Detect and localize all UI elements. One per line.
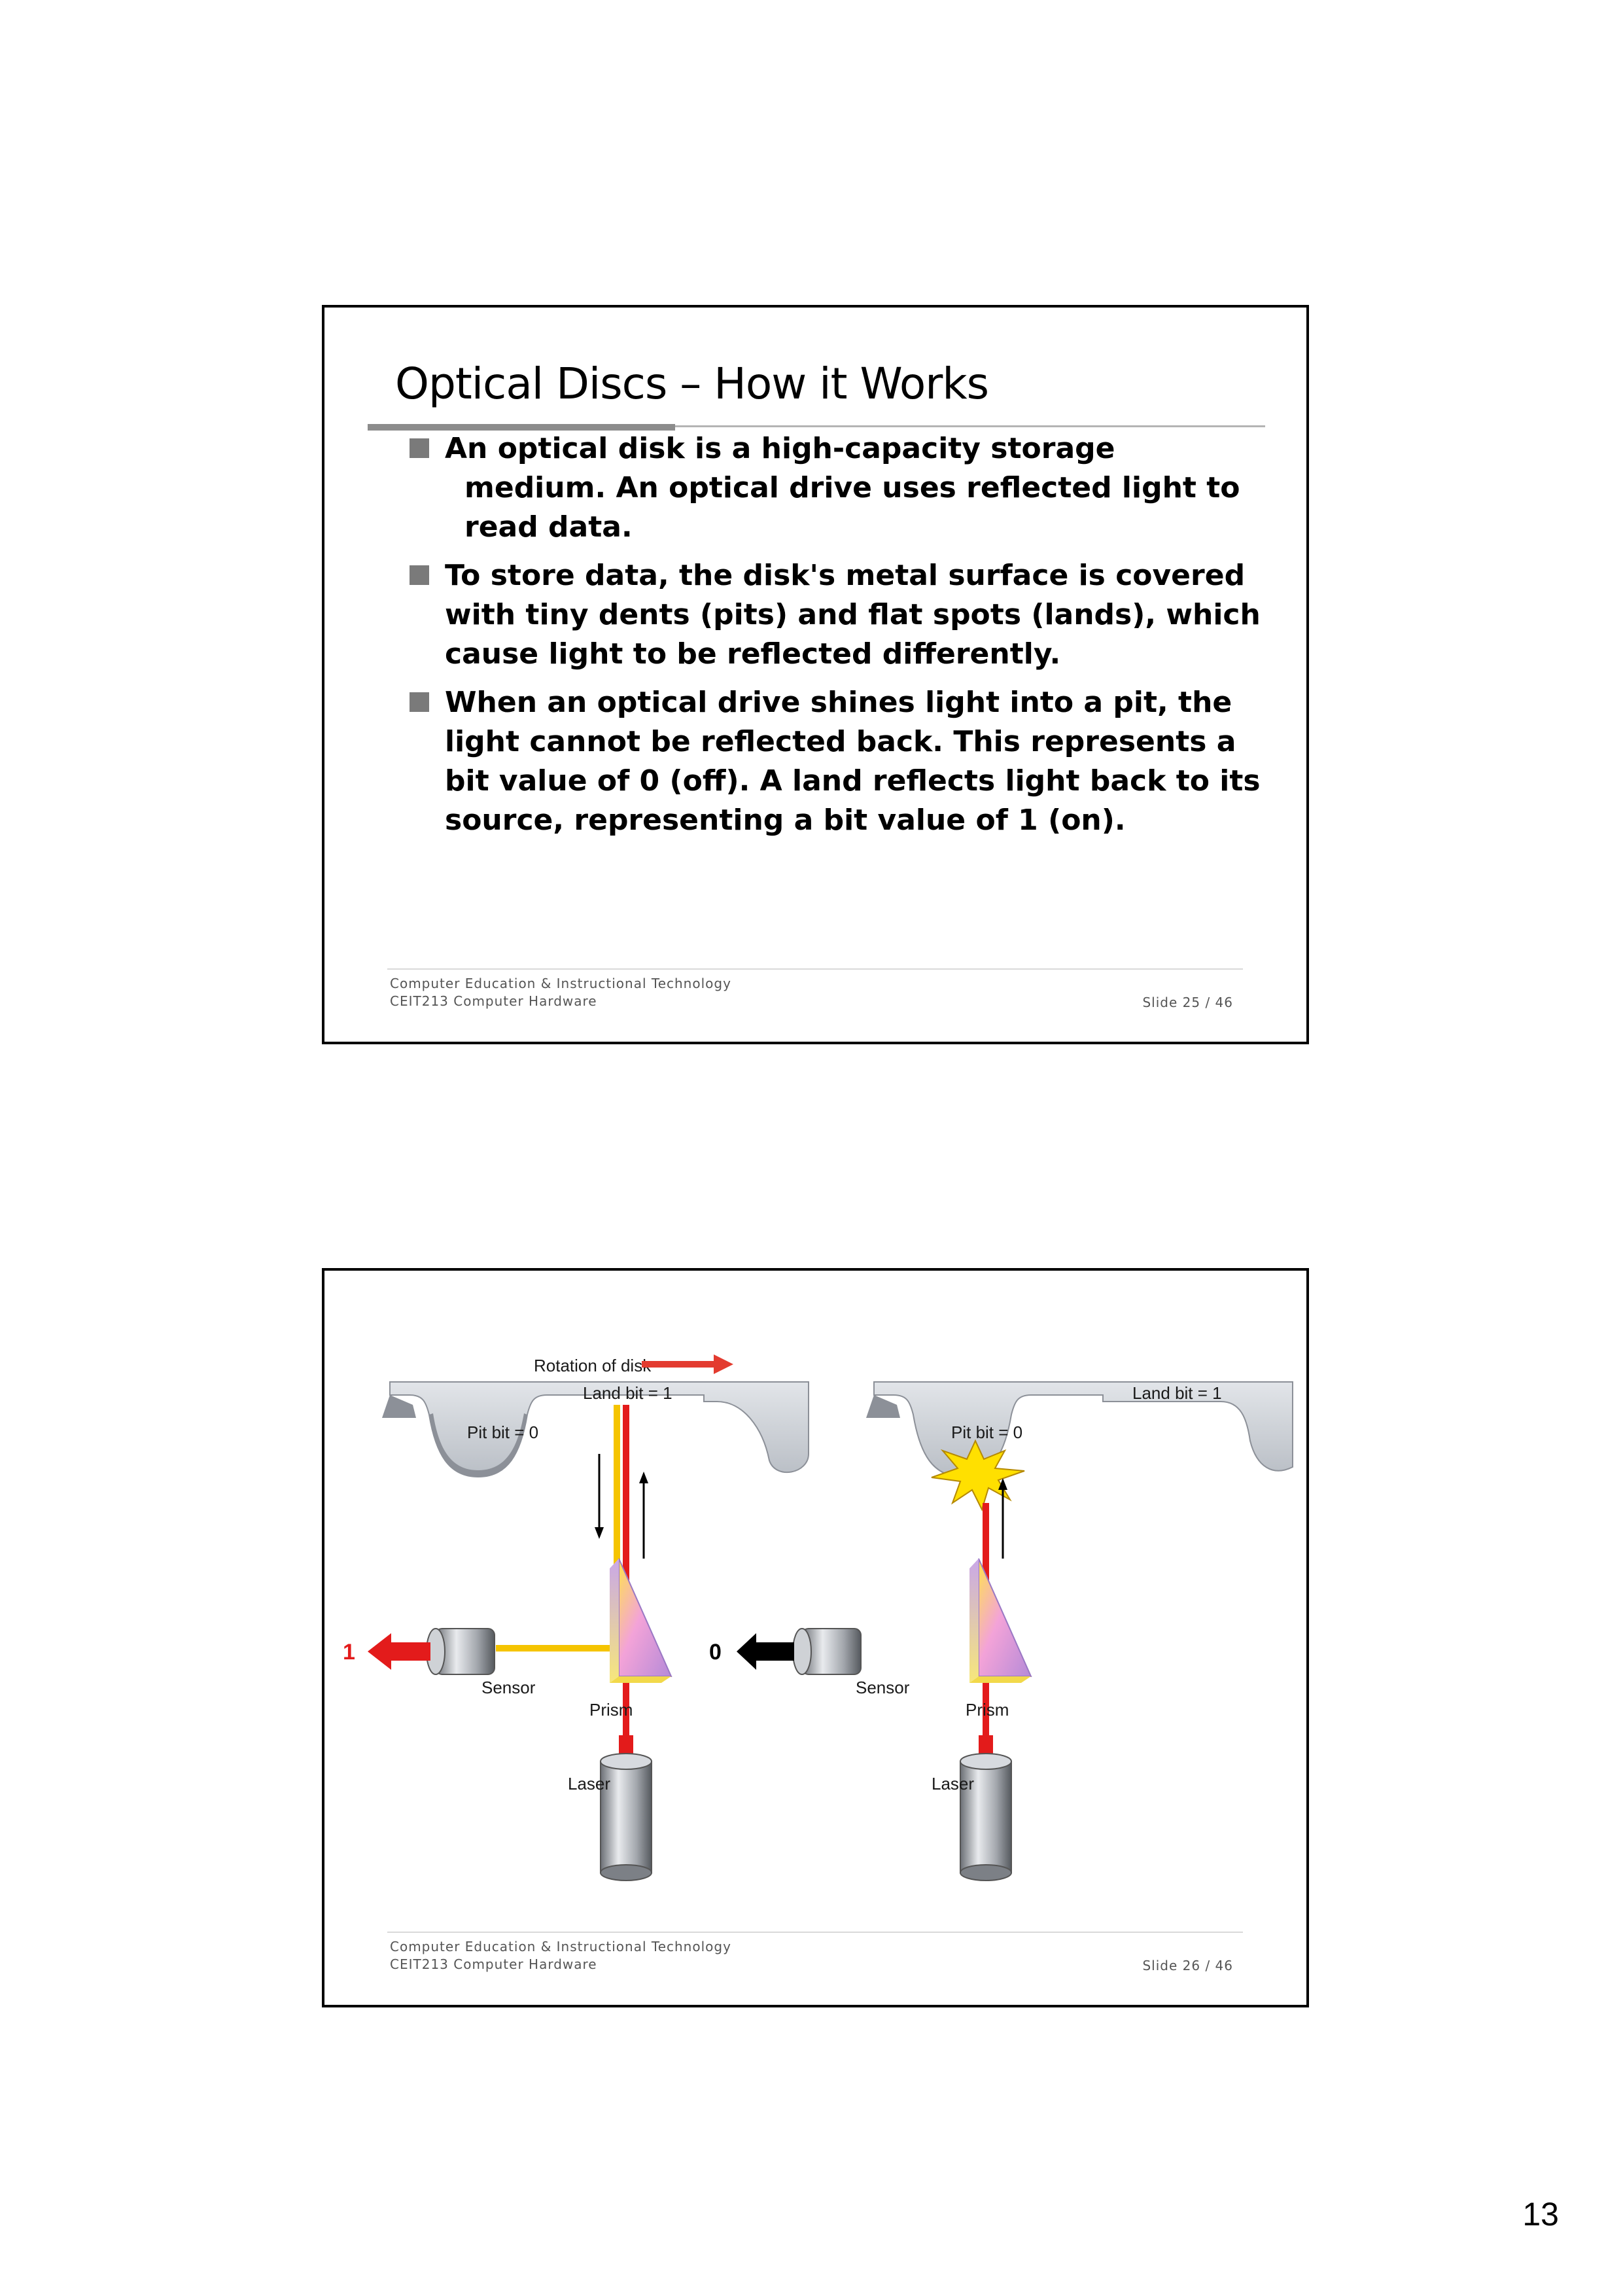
sensor-left [426,1628,495,1675]
footer-department: Computer Education & Instructional Techn… [390,976,731,991]
pit-label-left: Pit bit = 0 [467,1422,538,1442]
bullet-item: When an optical drive shines light into … [410,683,1273,840]
bit-zero-arrow-icon [737,1633,794,1670]
laser-left [600,1735,652,1881]
bullet-text-line2: medium. An optical drive uses reflected … [464,471,1240,544]
disk-left [382,1381,809,1478]
bullet-text: To store data, the disk's metal surface … [445,559,1261,671]
down-arrow-icon [595,1454,604,1539]
bit-one-arrow-icon [368,1633,430,1670]
slide-counter: Slide 26 / 46 [1142,1958,1233,1973]
footer-course-info: Computer Education & Instructional Techn… [390,975,731,1010]
rotation-arrow-icon [642,1354,733,1374]
footer-department: Computer Education & Instructional Techn… [390,1939,731,1954]
bullet-list: An optical disk is a high-capacity stora… [410,429,1273,849]
sensor-label-left: Sensor [481,1678,536,1697]
title-underline [368,424,675,431]
prism-right [969,1558,1032,1683]
up-arrow-icon [998,1478,1007,1559]
footer-course-info: Computer Education & Instructional Techn… [390,1938,731,1973]
square-bullet-icon [410,438,429,458]
scatter-burst-icon [931,1439,1025,1511]
slide-title: Optical Discs – How it Works [395,359,989,409]
up-arrow-icon [639,1472,648,1559]
laser-label-right: Laser [932,1774,974,1793]
sensor-right [792,1628,862,1675]
slide-25: Optical Discs – How it Works An optical … [322,305,1309,1044]
optical-drive-diagram: Rotation of disk Land bit = 1 Pit bit = … [343,1354,1293,1881]
bit-zero-label: 0 [709,1640,722,1665]
laser-right [960,1735,1012,1881]
sensor-label-right: Sensor [856,1678,910,1697]
slide-26: Rotation of disk Land bit = 1 Pit bit = … [322,1268,1309,2007]
square-bullet-icon [410,692,429,712]
reflected-beam-to-sensor [496,1645,620,1651]
bullet-text-line1: An optical disk is a high-capacity stora… [445,432,1115,465]
bit-one-label: 1 [343,1640,355,1665]
bullet-text: When an optical drive shines light into … [445,686,1261,837]
bullet-item: An optical disk is a high-capacity stora… [410,429,1273,547]
prism-left [610,1558,672,1683]
pit-label-right: Pit bit = 0 [951,1422,1022,1442]
disk-right [866,1381,1293,1478]
bullet-item: To store data, the disk's metal surface … [410,556,1273,674]
laser-label-left: Laser [568,1774,610,1793]
reflected-beam-left [614,1405,620,1650]
prism-label-right: Prism [966,1700,1009,1720]
footer-course: CEIT213 Computer Hardware [390,993,597,1009]
rotation-label: Rotation of disk [534,1356,652,1375]
footer-divider [387,968,1243,970]
prism-label-left: Prism [589,1700,633,1720]
title-rule [675,425,1265,427]
land-label-left: Land bit = 1 [583,1383,672,1403]
land-label-right: Land bit = 1 [1132,1383,1222,1403]
page-number: 13 [1522,2196,1559,2233]
footer-course: CEIT213 Computer Hardware [390,1956,597,1972]
slide-counter: Slide 25 / 46 [1142,995,1233,1010]
square-bullet-icon [410,565,429,585]
footer-divider [387,1932,1243,1933]
